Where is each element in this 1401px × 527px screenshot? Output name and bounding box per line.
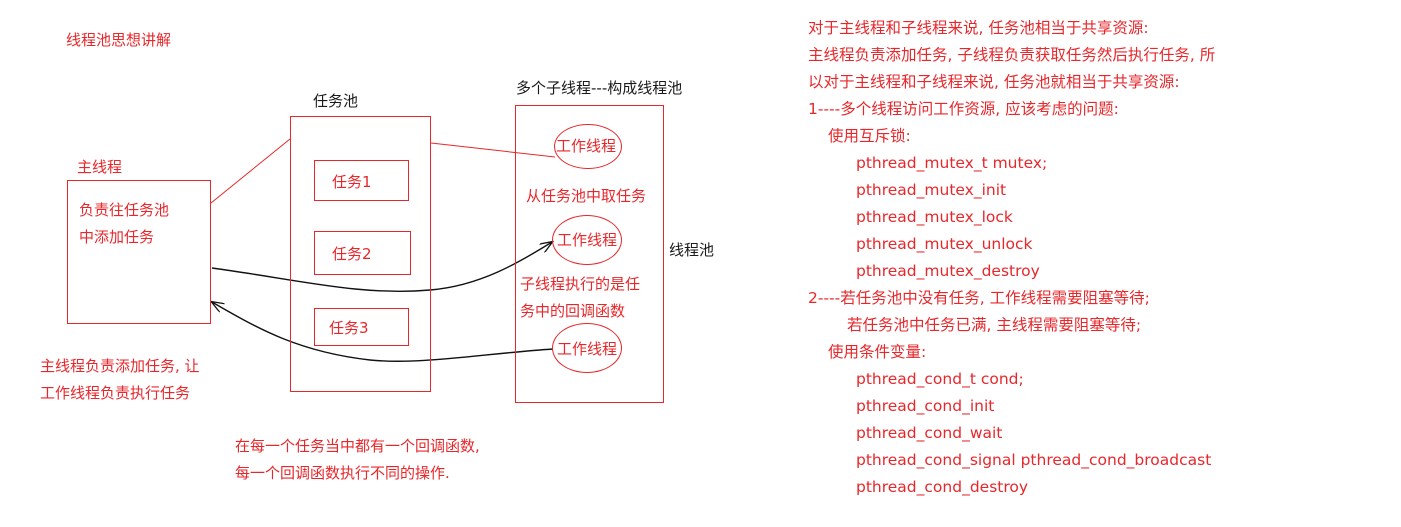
notes-line1: 对于主线程和子线程来说, 任务池相当于共享资源:: [808, 19, 1149, 37]
mutex-item: pthread_mutex_init: [856, 181, 1007, 199]
task-item: 任务2: [314, 231, 411, 275]
cond-item: pthread_cond_destroy: [856, 478, 1029, 496]
notes-line2: 主线程负责添加任务, 子线程负责获取任务然后执行任务, 所: [808, 46, 1216, 64]
worker-to-main-arrow: [212, 302, 554, 362]
cond-item: pthread_cond_init: [856, 397, 995, 415]
thread-pool-box: [515, 105, 664, 403]
mutex-item: pthread_mutex_destroy: [856, 262, 1040, 280]
worker-thread-ellipse: 工作线程: [552, 215, 622, 265]
task-label: 任务3: [329, 319, 369, 337]
main-thread-box: 负责往任务池 中添加任务: [67, 180, 211, 324]
notes-section1-title: 1----多个线程访问工作资源, 应该考虑的问题:: [808, 100, 1119, 118]
diagram-heading: 线程池思想讲解: [66, 31, 172, 49]
notes-line3: 以对于主线程和子线程来说, 任务池就相当于共享资源:: [808, 73, 1180, 91]
fetch-task-label: 从任务池中取任务: [526, 187, 647, 205]
task-pool-title: 任务池: [313, 92, 359, 110]
notes-section2-line2: 若任务池中任务已满, 主线程需要阻塞等待;: [847, 316, 1142, 334]
mutex-item: pthread_mutex_unlock: [856, 235, 1033, 253]
notes-section2-title: 2----若任务池中没有任务, 工作线程需要阻塞等待;: [808, 289, 1150, 307]
task-pool-box: 任务1 任务2 任务3: [290, 116, 431, 392]
task-label: 任务1: [332, 173, 372, 191]
worker-thread-label: 工作线程: [557, 231, 618, 249]
main-thread-caption-line1: 主线程负责添加任务, 让: [40, 357, 200, 375]
thread-pool-side-label: 线程池: [669, 241, 715, 259]
main-thread-caption-line2: 工作线程负责执行任务: [40, 384, 191, 402]
worker-thread-ellipse: 工作线程: [552, 323, 622, 373]
task-label: 任务2: [332, 245, 372, 263]
task-item: 任务1: [314, 160, 409, 201]
bottom-note-line1: 在每一个任务当中都有一个回调函数,: [235, 437, 480, 455]
main-thread-title: 主线程: [77, 158, 123, 176]
mutex-item: pthread_mutex_t mutex;: [856, 154, 1048, 172]
cond-item: pthread_cond_t cond;: [856, 370, 1024, 388]
worker-thread-ellipse: 工作线程: [554, 124, 622, 169]
exec-callback-line1: 子线程执行的是任: [520, 275, 641, 293]
worker-thread-label: 工作线程: [557, 340, 618, 358]
cond-item: pthread_cond_signal pthread_cond_broadca…: [856, 451, 1212, 469]
bottom-note-line2: 每一个回调函数执行不同的操作.: [235, 464, 450, 482]
task-item: 任务3: [314, 308, 409, 346]
thread-pool-title: 多个子线程---构成线程池: [516, 79, 683, 97]
pool-to-worker-link: [430, 142, 556, 158]
main-thread-desc-line2: 中添加任务: [79, 228, 155, 246]
worker-thread-label: 工作线程: [556, 137, 617, 155]
main-to-pool-link: [210, 138, 291, 204]
cond-item: pthread_cond_wait: [856, 424, 1003, 442]
mutex-label: 使用互斥锁:: [828, 127, 911, 145]
main-thread-desc-line1: 负责往任务池: [79, 201, 170, 219]
exec-callback-line2: 务中的回调函数: [520, 302, 626, 320]
cond-label: 使用条件变量:: [828, 343, 927, 361]
mutex-item: pthread_mutex_lock: [856, 208, 1013, 226]
